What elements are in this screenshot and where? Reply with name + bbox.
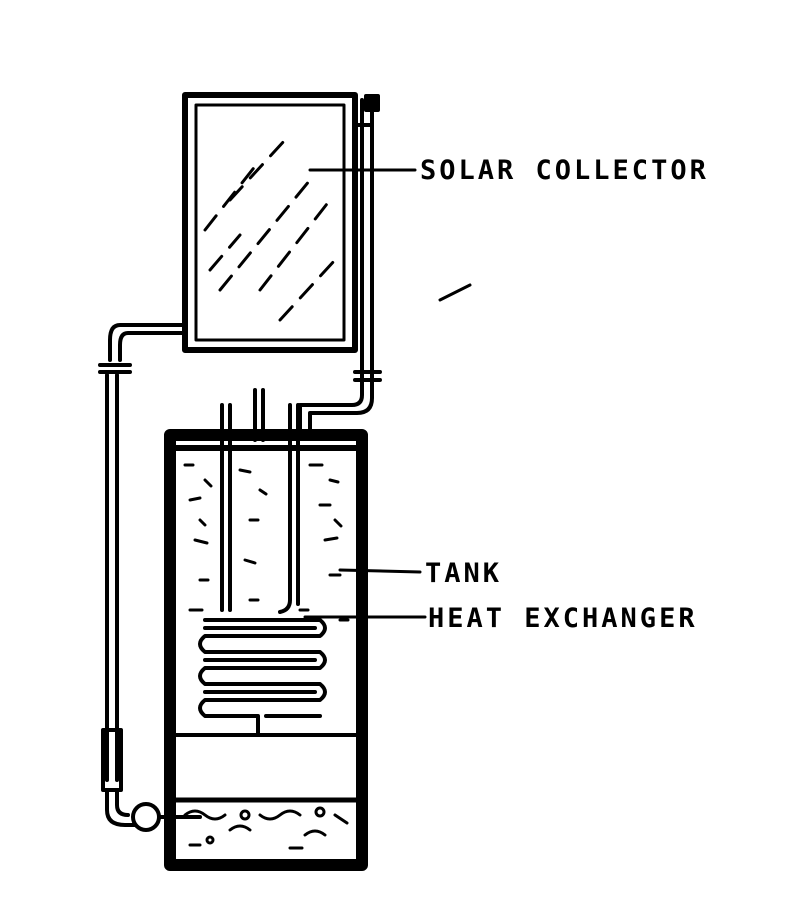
riser-pipe — [300, 96, 380, 430]
label-solar-collector: SOLAR COLLECTOR — [420, 155, 709, 186]
heat-exchanger — [200, 390, 325, 735]
label-tank: TANK — [425, 558, 502, 589]
leader-lines — [305, 170, 470, 617]
label-heat-exchanger: HEAT EXCHANGER — [428, 603, 698, 634]
pump — [133, 804, 159, 830]
solar-collector — [185, 95, 355, 350]
